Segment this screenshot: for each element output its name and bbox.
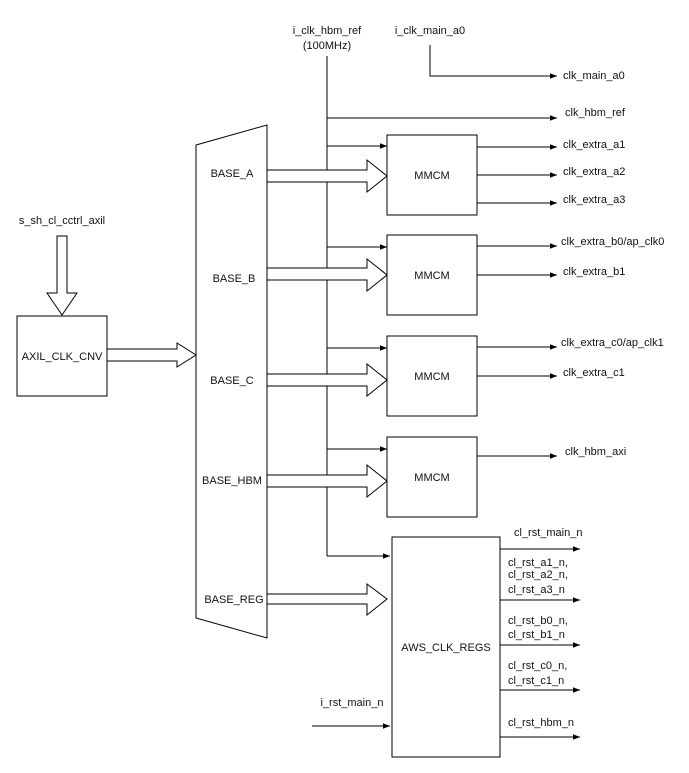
rst-hbm-label: cl_rst_hbm_n xyxy=(508,717,574,729)
rst-c1-label: cl_rst_c1_n xyxy=(508,675,564,687)
rst-a3-label: cl_rst_a3_n xyxy=(508,584,565,596)
out-clk-extra-c1-label: clk_extra_c1 xyxy=(563,367,625,379)
mux-port-base-a: BASE_A xyxy=(211,168,254,180)
base-a-arrow xyxy=(266,158,388,194)
aws-clk-regs-label: AWS_CLK_REGS xyxy=(401,642,490,654)
mmcm-b-block xyxy=(386,234,478,316)
axil-clk-cnv-label: AXIL_CLK_CNV xyxy=(22,351,103,363)
out-clk-hbm-axi-label: clk_hbm_axi xyxy=(565,446,626,458)
axil-clk-cnv-block xyxy=(16,315,108,397)
input-clk-main-a0-label: i_clk_main_a0 xyxy=(395,25,465,37)
out-clk-extra-c0-label: clk_extra_c0/ap_clk1 xyxy=(561,337,664,349)
out-clk-hbm-ref-label: clk_hbm_ref xyxy=(565,107,626,119)
axil-bus-arrow xyxy=(46,235,78,316)
aws-clk-regs-block xyxy=(391,536,501,758)
out-clk-extra-a1-label: clk_extra_a1 xyxy=(563,139,625,151)
mmcm-hbm-block xyxy=(386,436,478,518)
mux-port-base-reg: BASE_REG xyxy=(204,594,263,606)
out-clk-extra-b1-label: clk_extra_b1 xyxy=(563,266,625,278)
out-clk-extra-a3-label: clk_extra_a3 xyxy=(563,194,625,206)
mmcm-b-label: MMCM xyxy=(414,270,449,282)
mux-port-base-b: BASE_B xyxy=(213,273,256,285)
rst-a2-label: cl_rst_a2_n, xyxy=(508,569,568,581)
rst-c0-label: cl_rst_c0_n, xyxy=(508,660,567,672)
mmcm-c-block xyxy=(386,335,478,417)
out-clk-extra-b0-label: clk_extra_b0/ap_clk0 xyxy=(561,236,664,248)
mux-port-base-hbm: BASE_HBM xyxy=(202,475,262,487)
clk-main-a0-wire xyxy=(429,45,557,79)
base-reg-arrow xyxy=(266,583,388,617)
mmcm-c-label: MMCM xyxy=(414,371,449,383)
rst-main-label: cl_rst_main_n xyxy=(514,527,582,539)
mux-port-base-c: BASE_C xyxy=(210,375,253,387)
out-clk-main-a0-label: clk_main_a0 xyxy=(563,70,625,82)
out-clk-extra-a2-label: clk_extra_a2 xyxy=(563,166,625,178)
base-c-arrow xyxy=(266,362,388,398)
mmcm-a-label: MMCM xyxy=(414,170,449,182)
input-clk-hbm-ref-freq-label: (100MHz) xyxy=(303,40,351,52)
input-rst-main-n-label: i_rst_main_n xyxy=(321,697,384,709)
axil-to-mux-arrow xyxy=(106,342,197,368)
input-axil-bus-label: s_sh_cl_cctrl_axil xyxy=(19,215,105,227)
mmcm-hbm-label: MMCM xyxy=(414,472,449,484)
rst-b0-label: cl_rst_b0_n, xyxy=(508,615,568,627)
base-hbm-arrow xyxy=(266,463,388,499)
rst-a1-label: cl_rst_a1_n, xyxy=(508,557,568,569)
base-mux-block xyxy=(195,124,268,639)
rst-b1-label: cl_rst_b1_n xyxy=(508,629,565,641)
input-clk-hbm-ref-label: i_clk_hbm_ref xyxy=(293,25,362,37)
base-b-arrow xyxy=(266,257,388,293)
